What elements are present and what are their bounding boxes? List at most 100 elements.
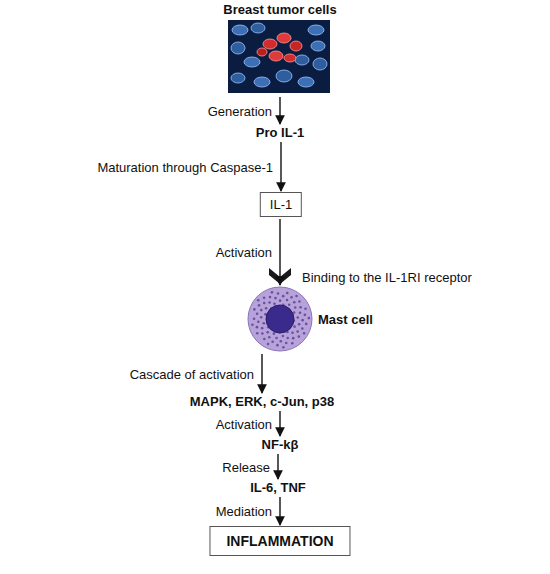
granule (266, 331, 269, 334)
granule (258, 304, 261, 307)
granule (261, 327, 264, 330)
cell-shape (251, 23, 265, 33)
granule (299, 312, 302, 315)
node-heading: Breast tumor cells (195, 2, 365, 17)
step-label: Maturation through Caspase-1 (97, 159, 273, 174)
granule (285, 342, 288, 345)
granule (298, 335, 301, 338)
granule (276, 344, 279, 347)
granule (268, 336, 271, 339)
outcome-box: INFLAMMATION (209, 526, 350, 556)
tumor-cells-node: Breast tumor cells (195, 2, 365, 95)
granule (271, 291, 274, 294)
tumor-cell-shape (284, 54, 296, 62)
granule (263, 297, 266, 300)
node-label: NF-kβ (262, 437, 299, 452)
granule (260, 309, 263, 312)
process-box: IL-1 (260, 192, 302, 217)
granule (301, 327, 304, 330)
granule (282, 346, 285, 349)
step-label: Cascade of activation (130, 366, 254, 381)
signaling-step: NF-kβ (262, 437, 299, 452)
granule (296, 316, 299, 319)
granule (295, 295, 298, 298)
granule (299, 306, 302, 309)
granule (256, 332, 259, 335)
cell-shape (308, 25, 324, 35)
step-label: Release (222, 459, 270, 474)
granule (288, 303, 291, 306)
step-label: Activation (216, 416, 272, 431)
tumor-cell-shape (257, 48, 267, 56)
granule (286, 337, 289, 340)
granule (268, 301, 271, 304)
flow-arrow (261, 354, 262, 393)
flow-arrow (277, 454, 278, 479)
mast-cell-node: Mast cell (247, 286, 313, 352)
granule (282, 335, 285, 338)
tumor-cell-shape (263, 39, 277, 49)
granule (267, 343, 270, 346)
granule (298, 300, 301, 303)
granule (293, 325, 296, 328)
cell-shape (276, 70, 292, 82)
receptor-symbol (269, 268, 291, 284)
granule (286, 292, 289, 295)
granule (253, 308, 256, 311)
granule (282, 295, 285, 298)
node-label: INFLAMMATION (226, 533, 333, 549)
flow-arrow (279, 411, 280, 436)
molecule-step: Pro IL-1 (256, 125, 304, 140)
cell-shape (231, 42, 245, 54)
granule (304, 307, 307, 310)
cell-shape (231, 73, 245, 83)
granule (303, 332, 306, 335)
flow-arrow (279, 219, 280, 285)
flow-arrow (280, 142, 281, 191)
cell-nucleus (266, 305, 294, 333)
granule (304, 314, 307, 317)
granule (301, 319, 304, 322)
cell-shape (313, 58, 327, 70)
step-label: Activation (216, 245, 272, 260)
cell-body (248, 287, 312, 351)
granule (260, 316, 263, 319)
tumor-cell-shape (269, 51, 283, 61)
signaling-step: MAPK, ERK, c-Jun, p38 (190, 394, 334, 409)
granule (273, 302, 276, 305)
granule (263, 322, 266, 325)
node-label: Pro IL-1 (256, 125, 304, 140)
granule (253, 317, 256, 320)
granule (269, 296, 272, 299)
granule (275, 337, 278, 340)
step-label: Generation (208, 103, 272, 118)
cell-shape (232, 25, 248, 35)
cell-shape (244, 57, 260, 67)
flow-arrow (279, 497, 280, 525)
granule (263, 338, 266, 341)
granule (292, 337, 295, 340)
cell-shape (295, 55, 309, 65)
granule (280, 340, 283, 343)
granule (290, 296, 293, 299)
cell-shape (298, 77, 314, 87)
node-label: IL-6, TNF (250, 480, 306, 495)
granule (256, 312, 259, 315)
cell-shape (311, 41, 325, 51)
granule (261, 332, 264, 335)
granule (251, 323, 254, 326)
granule (298, 323, 301, 326)
granule (308, 317, 311, 320)
granule (274, 297, 277, 300)
node-label: Mast cell (318, 312, 373, 327)
granule (291, 342, 294, 345)
annotation-label: Binding to the IL-1RI receptor (302, 270, 472, 285)
granule (286, 299, 289, 302)
tumor-cell-shape (290, 41, 302, 51)
node-label: MAPK, ERK, c-Jun, p38 (190, 394, 334, 409)
granule (293, 301, 296, 304)
illustration-background (228, 20, 330, 93)
cell-outline (247, 286, 313, 352)
